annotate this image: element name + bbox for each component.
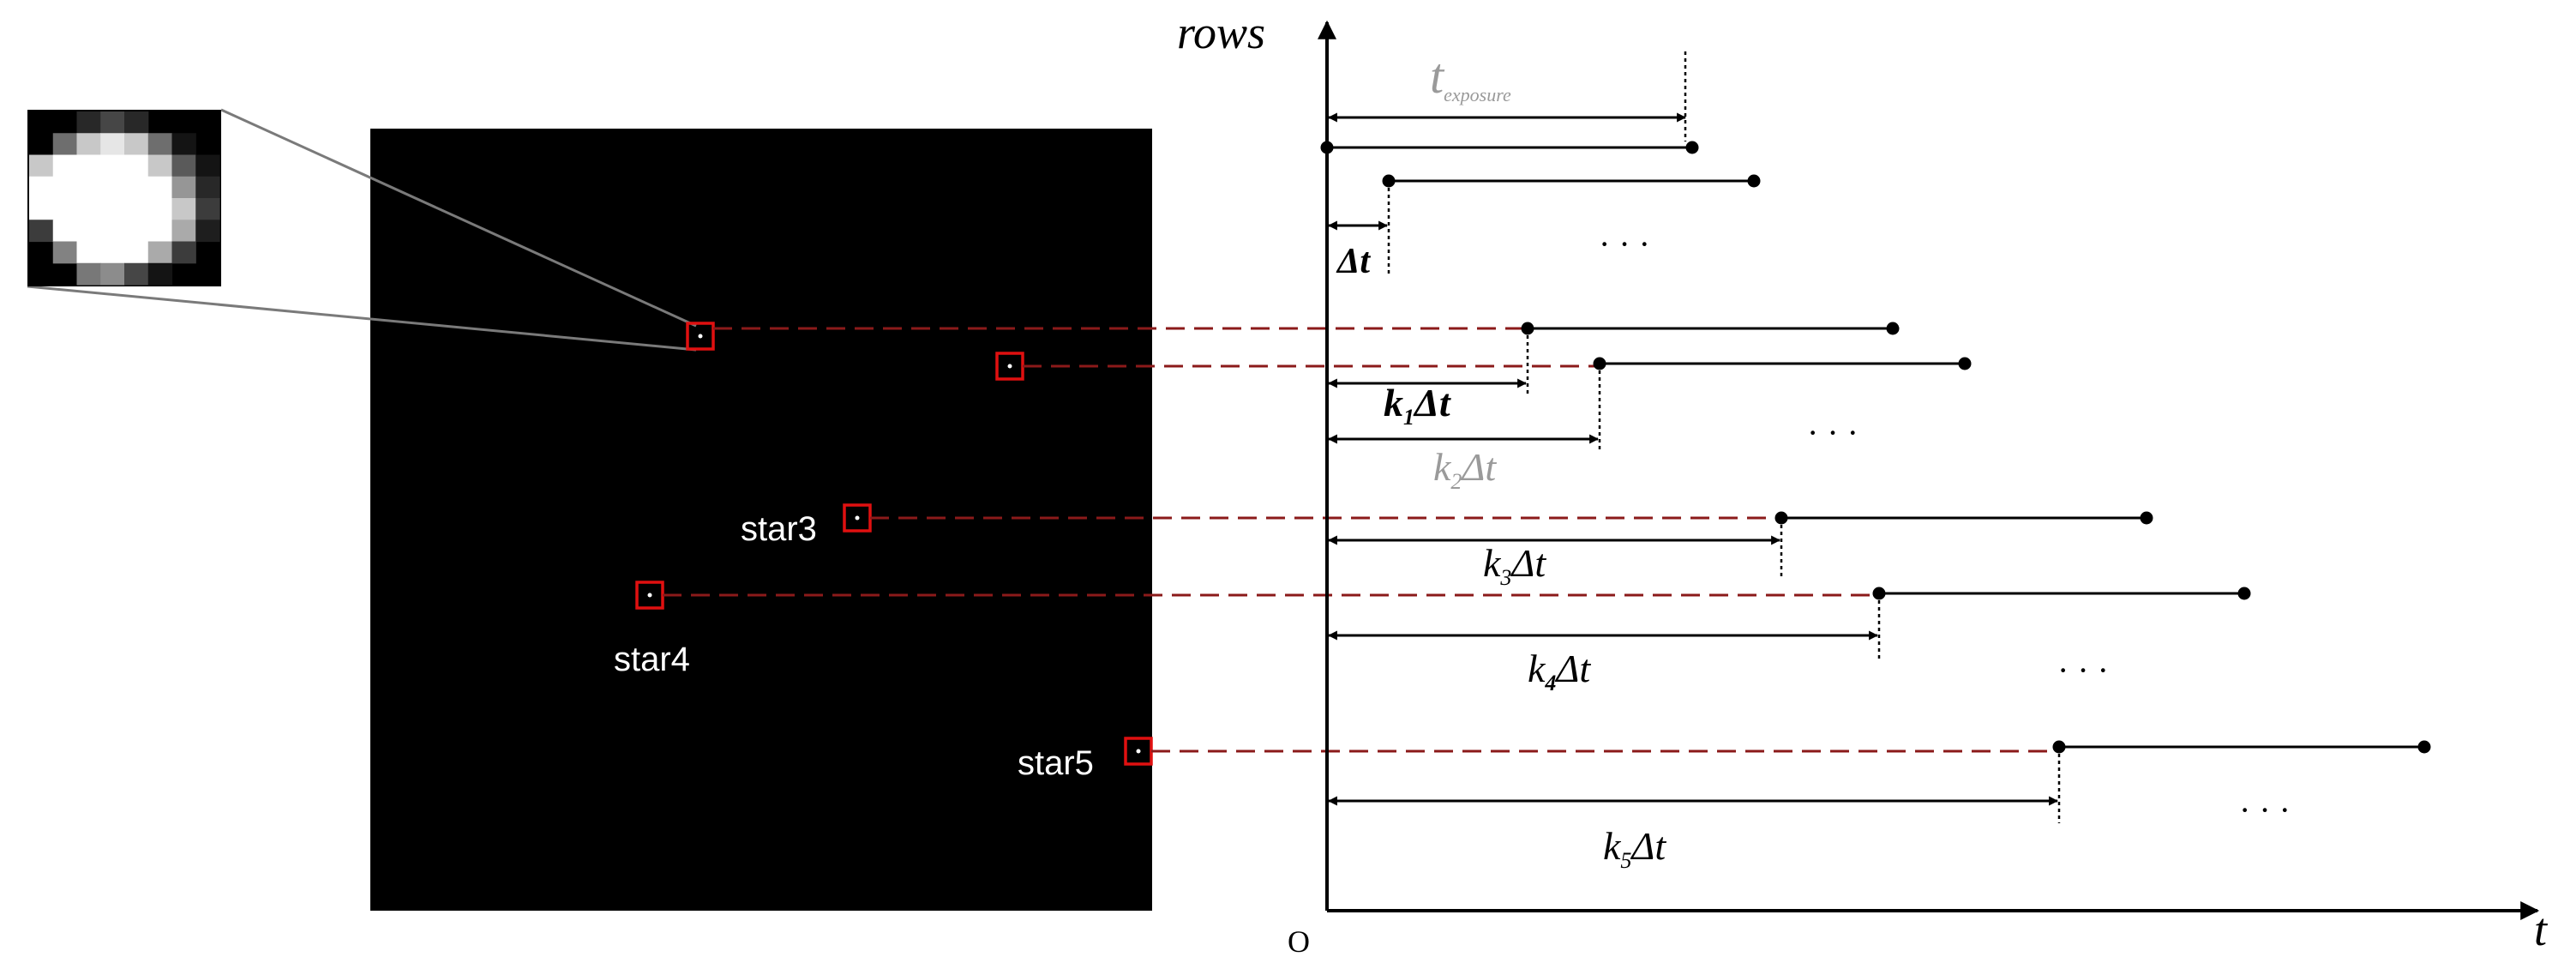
zoom-pixel	[171, 220, 196, 243]
star5-label: star5	[1018, 744, 1094, 782]
zoom-pixel	[171, 198, 196, 220]
zoom-pixel	[124, 241, 149, 264]
zoom-pixel	[76, 241, 101, 264]
zoom-pixel	[100, 220, 125, 243]
zoom-pixel	[147, 154, 173, 178]
k3-delta-t-label: k3Δt	[1483, 541, 1546, 590]
zoom-pixel	[76, 176, 101, 199]
zoom-pixel	[100, 198, 125, 220]
zoom-pixel	[52, 154, 78, 178]
zoom-pixel	[29, 154, 54, 178]
zoom-pixel	[100, 133, 125, 156]
star2-label: star2	[981, 390, 1057, 428]
zoom-pixel	[29, 220, 54, 243]
zoom-pixel	[195, 198, 220, 220]
zoom-pixel	[147, 133, 173, 156]
zoom-pixel	[147, 220, 173, 243]
zoom-pixel	[76, 154, 101, 178]
zoom-pixel	[124, 154, 149, 178]
k2-delta-t-label: k2Δt	[1433, 445, 1497, 494]
star-pixel-magnifier-icon	[27, 110, 221, 286]
exposure-bar-star1	[1521, 322, 1900, 335]
zoom-pixel	[124, 198, 149, 220]
zoom-pixel	[195, 220, 220, 243]
k5-delta-t-label: k5Δt	[1603, 824, 1666, 873]
zoom-pixel	[195, 154, 220, 178]
zoom-pixel	[171, 133, 196, 156]
star-field-image	[370, 129, 1152, 911]
exposure-bar-star3	[1774, 511, 2153, 525]
delta-t-label: Δt	[1336, 242, 1371, 281]
zoom-pixel	[147, 176, 173, 199]
ellipsis-2: · · ·	[1807, 413, 1858, 452]
star1-label: star1	[648, 273, 724, 310]
zoom-pixel	[147, 241, 173, 264]
zoom-connector-top	[220, 108, 697, 328]
zoom-pixel	[147, 198, 173, 220]
zoom-pixel	[76, 111, 101, 134]
zoom-pixel	[124, 133, 149, 156]
dotted-markers	[1387, 51, 2061, 823]
exposure-bar-star5	[2052, 740, 2431, 754]
ellipsis-3: · · ·	[2057, 651, 2109, 689]
k4-delta-t-label: k4Δt	[1528, 647, 1591, 695]
star3-label: star3	[741, 510, 817, 548]
star4-label: star4	[614, 641, 690, 678]
zoom-pixel	[100, 154, 125, 178]
zoom-connector-bottom	[27, 285, 697, 352]
zoom-pixel	[29, 198, 54, 220]
zoom-pixel	[100, 241, 125, 264]
zoom-pixel	[76, 220, 101, 243]
zoom-pixel	[100, 262, 125, 286]
zoom-pixel	[124, 176, 149, 199]
zoom-pixel	[124, 262, 149, 286]
zoom-pixel	[76, 262, 101, 286]
origin-label: O	[1288, 924, 1310, 959]
zoom-pixel	[171, 176, 196, 199]
zoom-pixel	[52, 133, 78, 156]
zoom-pixel	[124, 111, 149, 134]
zoom-pixel	[29, 176, 54, 199]
exposure-bar-row0	[1320, 141, 1699, 154]
zoom-pixel	[52, 198, 78, 220]
ellipsis-4: · · ·	[2239, 791, 2291, 829]
zoom-pixel	[52, 176, 78, 199]
zoom-pixel	[52, 241, 78, 264]
zoom-pixel	[195, 176, 220, 199]
zoom-pixel	[147, 262, 173, 286]
rows-axis-label: rows	[1177, 7, 1265, 58]
time-axis-label: t	[2534, 904, 2549, 955]
zoom-pixel	[76, 198, 101, 220]
exposure-bar-star2	[1593, 357, 1972, 370]
exposure-bar-star4	[1872, 587, 2251, 600]
zoom-pixel	[124, 220, 149, 243]
zoom-pixel	[52, 220, 78, 243]
zoom-pixel	[100, 111, 125, 134]
zoom-pixel	[100, 176, 125, 199]
exposure-bar-row1	[1382, 174, 1761, 188]
zoom-pixel	[76, 133, 101, 156]
zoom-pixel	[171, 241, 196, 264]
ellipsis-1: · · ·	[1599, 225, 1650, 263]
zoom-pixel	[171, 154, 196, 178]
exposure-label: texposure	[1430, 48, 1511, 105]
k1-delta-t-label: k1Δt	[1384, 381, 1451, 430]
star1-marker	[686, 322, 715, 351]
